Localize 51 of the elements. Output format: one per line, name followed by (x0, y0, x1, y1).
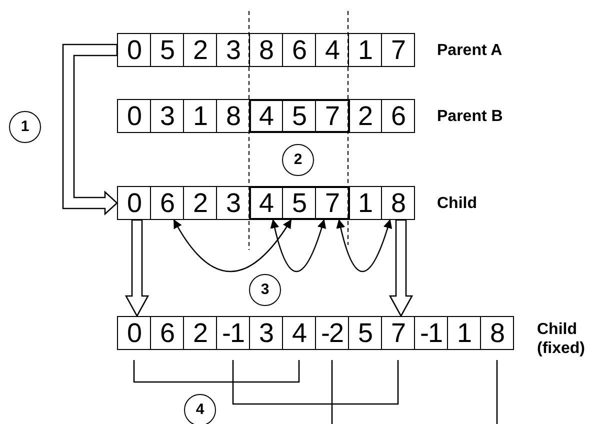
connector-line (331, 360, 333, 424)
gene-cell: 4 (282, 316, 316, 350)
gene-cell: 5 (348, 316, 382, 350)
gene-cell: 3 (216, 33, 250, 67)
hollow-arrow (124, 219, 150, 318)
gene-cell: -1 (216, 316, 250, 350)
gene-cell: 2 (183, 33, 217, 67)
gene-cell: 7 (381, 33, 415, 67)
gene-cell: 8 (249, 33, 283, 67)
gene-cell: 0 (117, 316, 151, 350)
gene-cell: 5 (150, 33, 184, 67)
gene-cell: 6 (150, 186, 184, 220)
gene-cell: 3 (150, 99, 184, 133)
gene-cell: 1 (183, 99, 217, 133)
gene-cell: 8 (381, 186, 415, 220)
hollow-arrow (62, 44, 118, 216)
swap-arrow (270, 219, 326, 272)
gene-cell: -2 (315, 316, 349, 350)
row-label: Child (fixed) (537, 320, 586, 358)
gene-cell: 6 (150, 316, 184, 350)
row-label: Parent B (437, 107, 503, 126)
gene-cell: 3 (249, 316, 283, 350)
connector-line (232, 360, 399, 405)
gene-cell: 7 (381, 316, 415, 350)
connector-line (496, 360, 498, 424)
hollow-arrow (388, 219, 414, 318)
gene-cell: 1 (447, 316, 481, 350)
step-number: 2 (282, 144, 314, 176)
step-number: 4 (184, 394, 216, 424)
gene-cell: 2 (348, 99, 382, 133)
gene-cell: 4 (315, 33, 349, 67)
gene-cell: 1 (348, 186, 382, 220)
step-number: 3 (249, 274, 281, 306)
connector-line (133, 360, 300, 383)
gene-cell: -1 (414, 316, 448, 350)
gene-cell: 1 (348, 33, 382, 67)
gene-cell: 0 (117, 33, 151, 67)
gene-cell: 2 (183, 186, 217, 220)
gene-cell: 3 (216, 186, 250, 220)
swap-arrow (336, 219, 392, 272)
gene-cell: 6 (381, 99, 415, 133)
gene-cell: 0 (117, 99, 151, 133)
swap-arrow (173, 219, 292, 272)
row-label: Child (437, 194, 478, 213)
gene-cell: 8 (216, 99, 250, 133)
gene-cell: 2 (183, 316, 217, 350)
gene-cell: 0 (117, 186, 151, 220)
gene-cell: 6 (282, 33, 316, 67)
step-number: 1 (9, 111, 41, 143)
gene-cell: 8 (480, 316, 514, 350)
row-label: Parent A (437, 41, 503, 60)
